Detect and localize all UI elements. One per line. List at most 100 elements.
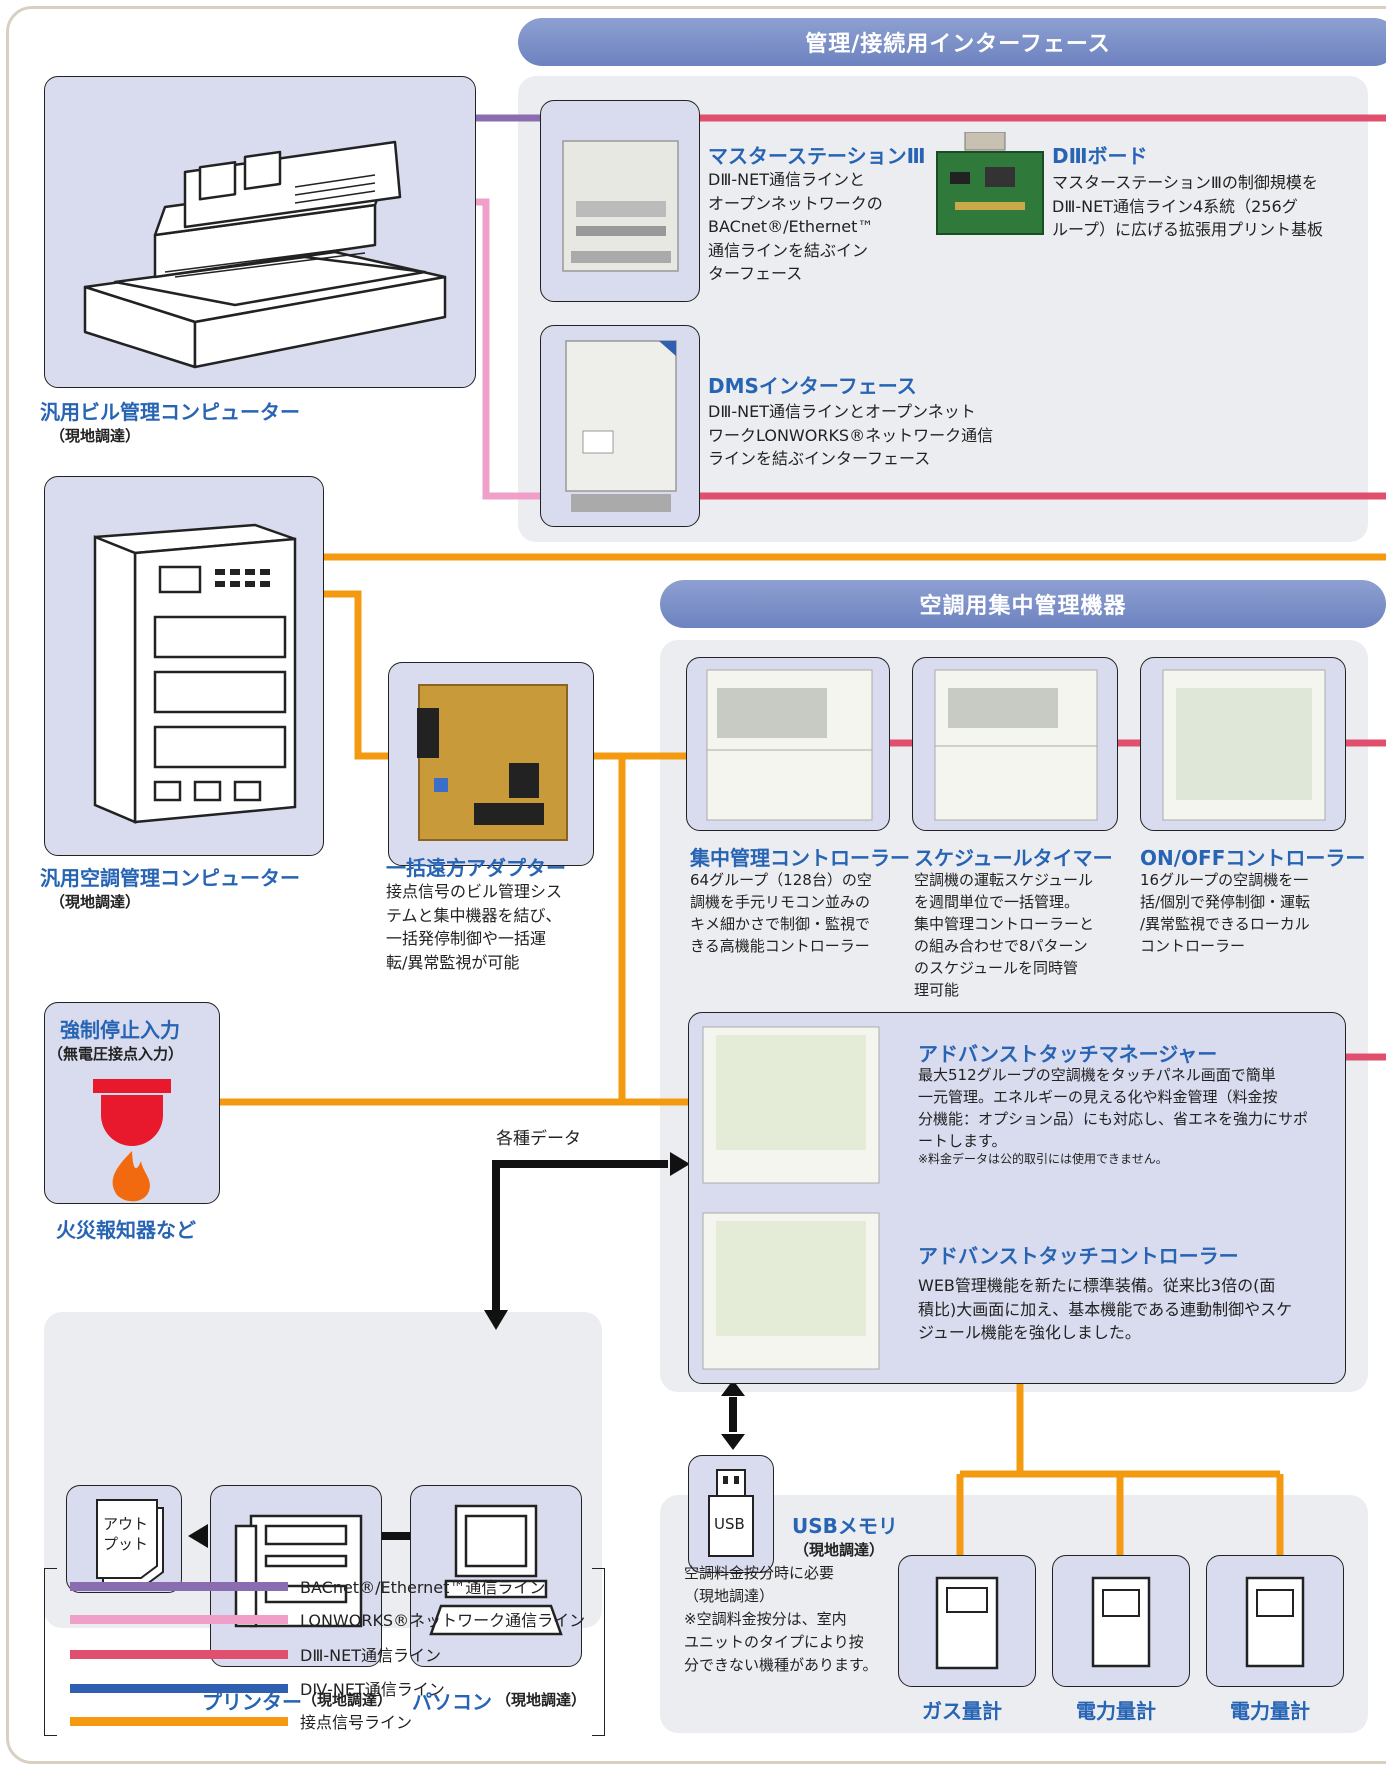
dms-title: DMSインターフェース (708, 374, 917, 398)
desc-line: コントローラー (1140, 937, 1246, 955)
output-text: アウト プット (103, 1514, 148, 1554)
desc-line: 一元管理。エネルギーの見える化や料金管理（料金按 (918, 1088, 1278, 1106)
atc-title: アドバンストタッチコントローラー (918, 1244, 1239, 1268)
power-meter-icon (1245, 1576, 1305, 1668)
note-line: ※空調料金按分は、室内 (684, 1610, 847, 1628)
legend-label: 接点信号ライン (300, 1713, 413, 1732)
desc-line: 集中管理コントローラーと (914, 915, 1095, 933)
printer-icon (234, 1514, 363, 1628)
legend-bracket-right (592, 1568, 605, 1736)
gas-meter-card (898, 1555, 1036, 1687)
desc-line: WEB管理機能を新たに標準装備。従来比3倍の(面 (918, 1276, 1276, 1295)
legend-label: DⅢ-NET通信ライン (300, 1646, 441, 1665)
gas-meter-label: ガス量計 (922, 1699, 1002, 1723)
legend-item: 接点信号ライン (70, 1707, 412, 1735)
legend-bracket-left (44, 1568, 57, 1736)
d3-board-image (936, 132, 1044, 235)
adapter-desc: 接点信号のビル管理シス テムと集中機器を結び、 一括発停制御や一括運 転/異常監… (386, 880, 562, 974)
hvac-pc-card (44, 476, 324, 856)
server-rack-icon (93, 523, 297, 824)
forced-stop-title: 強制停止入力 (60, 1018, 180, 1042)
schedule-timer-desc: 空調機の運転スケジュール を週間単位で一括管理。 集中管理コントローラーと の組… (914, 869, 1094, 1001)
desc-line: 最大512グループの空調機をタッチパネル画面で簡単 (918, 1066, 1276, 1084)
desc-line: ラインを結ぶインターフェース (708, 449, 931, 468)
onoff-image (1140, 657, 1346, 831)
hvac-pc-sub: （現地調達） (50, 893, 141, 911)
power-meter1-label: 電力量計 (1076, 1699, 1156, 1723)
desc-line: きる高機能コントローラー (690, 937, 870, 955)
desc-line: のスケジュールを同時管 (914, 959, 1078, 977)
legend-swatch (70, 1581, 288, 1591)
adapter-title: 一括遠方アダプター (386, 856, 566, 880)
various-data-label: 各種データ (496, 1129, 581, 1149)
forced-stop-card (44, 1002, 220, 1204)
desc-line: DⅢ-NET通信ラインと (708, 170, 865, 189)
printer-sub: （現地調達） (302, 1691, 393, 1709)
schedule-timer-device-icon (934, 669, 1098, 821)
power-meter2-card (1206, 1555, 1344, 1687)
power-meter-icon (1091, 1576, 1151, 1668)
desc-line: 括/個別で発停制御・運転 (1140, 893, 1311, 911)
advanced-touch-box (688, 1012, 1346, 1384)
onoff-desc: 16グループの空調機を一 括/個別で発停制御・運転 /異常監視できるローカル コ… (1140, 869, 1310, 957)
schedule-timer-image (912, 657, 1118, 831)
dms-image (540, 325, 700, 527)
master-station-image (540, 100, 700, 302)
legend-item: BACnet®/Ethernet™通信ライン (70, 1572, 545, 1600)
note-line: 空調料金按分時に必要 (684, 1564, 835, 1582)
note-line: ユニットのタイプにより按 (684, 1633, 864, 1651)
legend-swatch (70, 1716, 288, 1726)
desc-line: 16グループの空調機を一 (1140, 871, 1309, 889)
legend-swatch (70, 1649, 288, 1659)
desc-line: BACnet®/Ethernet™ (708, 217, 874, 236)
desc-line: オープンネットワークの (708, 193, 883, 213)
desc-line: DⅢ-NET通信ラインとオープンネット (708, 402, 976, 421)
note-line: 分できない機種があります。 (684, 1656, 878, 1674)
legend-label: LONWORKS®ネットワーク通信ライン (300, 1611, 586, 1630)
desc-line: ジュール機能を強化しました。 (918, 1323, 1141, 1342)
usb-label: USB (714, 1515, 745, 1533)
desc-line: 空調機の運転スケジュール (914, 871, 1093, 889)
pc-card (410, 1485, 582, 1667)
desc-line: ワークLONWORKS®ネットワーク通信 (708, 425, 994, 445)
usb-memory-icon (708, 1469, 754, 1557)
legend-swatch (70, 1614, 288, 1624)
forced-stop-caption: 火災報知器など (56, 1218, 196, 1242)
output-line: アウト (103, 1515, 149, 1533)
printer-card (210, 1485, 382, 1667)
legend-item: DⅣ-NET通信ライン (70, 1674, 445, 1702)
desc-line: ループ）に広げる拡張用プリント基板 (1052, 220, 1324, 239)
building-pc-sub: （現地調達） (50, 427, 141, 445)
desc-line: ートします。 (918, 1132, 1007, 1150)
desc-line: 転/異常監視が可能 (386, 952, 520, 972)
interface-header: 管理/接続用インターフェース (518, 18, 1386, 66)
pc-title: パソコン (412, 1690, 492, 1714)
building-pc-title: 汎用ビル管理コンピューター (40, 400, 300, 424)
desc-line: 積比)大画面に加え、基本機能である連動制御やスケ (918, 1299, 1293, 1319)
desc-line: 64グループ（128台）の空 (690, 871, 872, 889)
desc-line: DⅢ-NET通信ライン4系統（256グ (1052, 196, 1298, 216)
dms-device-icon (565, 340, 677, 512)
power-meter2-label: 電力量計 (1230, 1699, 1310, 1723)
d3-board-desc: マスターステーションⅢの制御規模を DⅢ-NET通信ライン4系統（256グ ルー… (1052, 171, 1323, 242)
gas-meter-icon (935, 1576, 999, 1670)
desc-line: 通信ラインを結ぶイン (708, 240, 869, 260)
onoff-device-icon (1162, 669, 1326, 821)
meter-note: 空調料金按分時に必要 （現地調達） ※空調料金按分は、室内 ユニットのタイプによ… (684, 1562, 878, 1677)
desc-line: マスターステーションⅢの制御規模を (1052, 173, 1318, 192)
desc-line: 理可能 (914, 981, 960, 999)
onoff-title: ON/OFFコントローラー (1140, 846, 1366, 870)
master-station-device-icon (562, 140, 679, 272)
usb-sub: （現地調達） (794, 1541, 885, 1559)
schedule-timer-title: スケジュールタイマー (914, 846, 1113, 870)
building-pc-card (44, 76, 476, 388)
document-icon (96, 1499, 164, 1585)
usb-title: USBメモリ (792, 1514, 898, 1538)
atm-screen-icon (702, 1026, 880, 1184)
desc-line: 接点信号のビル管理シス (386, 882, 563, 901)
hvac-pc-title: 汎用空調管理コンピューター (40, 866, 300, 890)
printer-title: プリンター (202, 1690, 302, 1714)
central-controller-desc: 64グループ（128台）の空 調機を手元リモコン並みの キメ細かさで制御・監視で… (690, 869, 872, 957)
d3-board-title: DⅢボード (1052, 144, 1148, 168)
usb-card (688, 1455, 774, 1573)
